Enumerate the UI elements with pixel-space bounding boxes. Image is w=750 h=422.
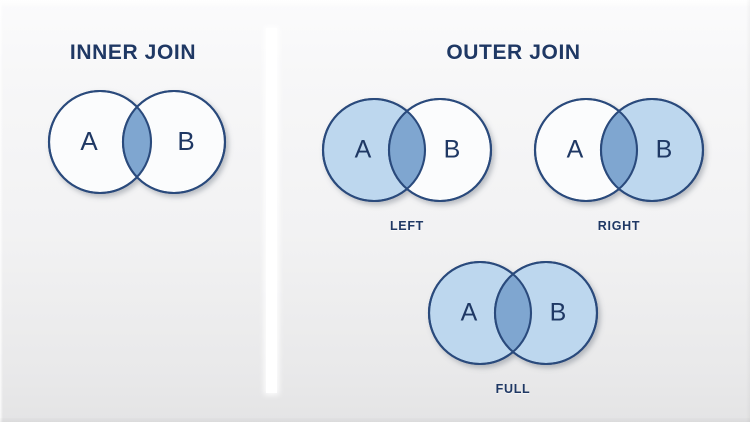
set-b-outline [121,89,227,195]
set-b-label: B [656,136,673,164]
set-a-outline [321,97,427,203]
set-a-outline [427,260,533,366]
venn-svg-full: A B [427,260,599,366]
intersection-region [601,99,637,201]
set-a-outline [47,89,153,195]
venn-caption-right: RIGHT [597,219,641,233]
top-edge-highlight [0,0,750,7]
set-b-label: B [550,299,567,327]
venn-svg-left: A B [321,97,493,203]
set-b-outline [599,97,705,203]
set-b-outline [493,260,599,366]
section-divider [266,28,277,393]
venn-diagram-full-join: A B FULL [418,251,608,396]
venn-caption-full: FULL [495,382,531,396]
venn-diagram-inner-join: A B [33,82,248,202]
set-a-label: A [567,136,584,164]
set-a-label: A [355,136,372,164]
venn-diagram-left-join: A B LEFT [312,88,502,233]
set-a-label: A [461,299,478,327]
intersection-region [389,99,425,201]
set-b-outline [387,97,493,203]
venn-svg-right: A B [533,97,705,203]
venn-svg-inner: A B [47,89,227,195]
inner-join-title: INNER JOIN [69,41,197,64]
set-a-outline [533,97,639,203]
venn-caption-left: LEFT [389,219,425,233]
set-b-label: B [444,136,461,164]
set-b-label: B [177,126,194,156]
venn-diagram-right-join: A B RIGHT [524,88,714,233]
intersection-region [495,262,531,364]
set-a-label: A [80,126,98,156]
outer-join-title: OUTER JOIN [446,41,581,64]
bottom-edge-shadow [0,418,750,422]
